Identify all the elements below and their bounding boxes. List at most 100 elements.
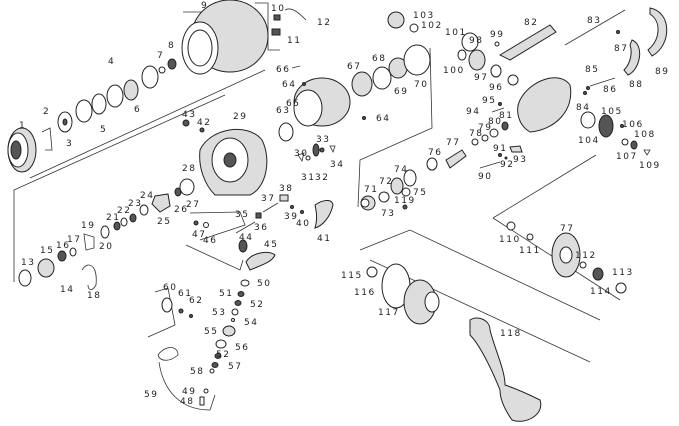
part-64b [362,116,366,120]
label-103: 103 [413,11,435,21]
part-43 [182,119,190,127]
label-90: 90 [478,172,492,182]
part-52 [234,300,242,306]
label-94: 94 [466,107,480,117]
label-19: 19 [81,221,95,231]
label-89: 89 [655,67,669,77]
label-22: 22 [117,206,131,216]
part-40 [300,210,304,214]
part-52b [214,353,222,359]
label-83: 83 [587,16,601,26]
part-pinion-77 [445,149,467,169]
part-drag-washer-6 [123,79,139,101]
label-73: 73 [381,209,395,219]
part-31 [305,155,311,161]
label-108: 108 [634,130,656,140]
label-119: 119 [394,196,416,206]
label-6: 6 [134,105,141,115]
label-56: 56 [235,343,249,353]
label-18: 18 [87,291,101,301]
label-65: 65 [286,99,300,109]
label-68: 68 [372,54,386,64]
part-53 [231,308,239,316]
label-77: 77 [446,138,460,148]
bail-bracket [185,244,244,271]
label-57: 57 [228,362,242,372]
label-75: 75 [413,188,427,198]
part-55 [222,325,236,337]
label-98: 98 [469,36,483,46]
label-62: 62 [189,296,203,306]
part-19 [83,233,95,251]
part-21 [113,221,121,231]
label-79: 79 [478,123,492,133]
label-3: 3 [66,139,73,149]
part-16 [57,250,67,262]
label-101: 101 [445,28,467,38]
label-77b: 77 [560,224,574,234]
label-112: 112 [575,251,597,261]
part-92 [504,156,508,160]
part-114 [615,282,627,294]
part-106 [620,124,624,128]
label-86: 86 [603,85,617,95]
part-119 [401,187,411,197]
label-81: 81 [499,111,513,121]
label-38: 38 [279,184,293,194]
part-95 [498,102,502,106]
part-56 [215,339,227,349]
part-54 [231,318,235,322]
label-40: 40 [296,219,310,229]
part-98 [468,49,486,71]
label-1: 1 [19,121,26,131]
handle-group-line [359,229,601,321]
part-34 [329,145,336,154]
part-drag-washer-b [106,84,124,108]
label-52b: 52 [216,350,230,360]
part-46 [203,222,209,228]
label-27: 27 [186,200,200,210]
part-57 [211,362,219,368]
part-32 [312,143,320,157]
label-115: 115 [341,271,363,281]
part-35 [235,221,256,234]
label-106: 106 [622,120,644,130]
part-spring-37 [262,202,279,213]
part-64 [302,82,306,86]
part-75 [403,169,417,187]
label-13: 13 [21,258,35,268]
part-foot-82 [498,24,557,61]
label-105: 105 [601,107,623,117]
part-88 [623,39,641,76]
part-63 [278,122,294,142]
label-107: 107 [616,152,638,162]
label-46: 46 [203,236,217,246]
label-61: 61 [178,289,192,299]
part-79 [481,134,489,142]
part-36 [255,212,262,219]
label-78: 78 [469,129,483,139]
part-15 [37,258,55,278]
label-54: 54 [244,318,258,328]
part-108 [630,140,638,150]
part-68 [372,66,392,90]
label-97: 97 [474,73,488,83]
label-49: 49 [182,387,196,397]
part-spring-18 [81,264,97,290]
label-59: 59 [144,390,158,400]
label-64: 64 [282,80,296,90]
part-bail-arm-45 [245,251,276,271]
label-76: 76 [428,148,442,158]
part-72 [378,191,390,203]
part-58 [209,368,215,374]
label-24: 24 [140,191,154,201]
label-96: 96 [489,83,503,93]
part-51 [237,291,245,297]
label-7: 7 [157,51,164,61]
part-96 [507,74,519,86]
label-5: 5 [100,125,107,135]
label-63: 63 [276,106,290,116]
part-7 [158,66,166,74]
label-32: 32 [315,173,329,183]
part-107 [621,138,629,146]
